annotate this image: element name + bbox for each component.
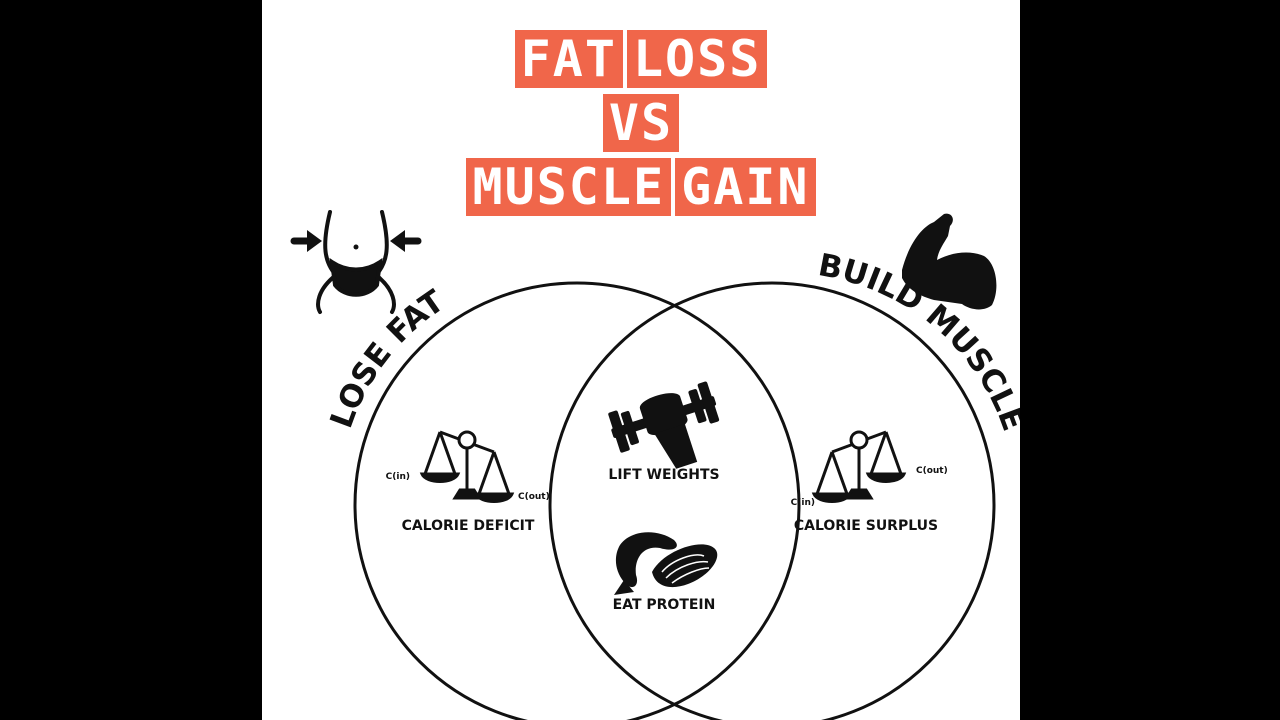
- flexed-arm-icon: [902, 213, 997, 310]
- balance-scale-icon-left: [419, 430, 515, 503]
- dumbbell-fist-icon: [608, 381, 720, 469]
- title-line-2: VS: [602, 94, 680, 152]
- right-scale-cout-label: C(out): [916, 466, 948, 476]
- title-block: FAT LOSS VS MUSCLE GAIN: [262, 30, 1020, 222]
- waist-icon: [290, 210, 422, 314]
- left-heading: LOSE FAT: [324, 283, 451, 433]
- title-line-3: MUSCLE GAIN: [466, 158, 816, 216]
- venn-circle-right: [548, 281, 996, 720]
- venn-circle-left: [353, 281, 801, 720]
- fish-steak-icon: [614, 532, 718, 595]
- title-line-1: FAT LOSS: [514, 30, 768, 88]
- middle-item-1: LIFT WEIGHTS: [608, 467, 719, 483]
- infographic-frame: FAT LOSS VS MUSCLE GAIN LOSE FAT BUILD M…: [262, 0, 1020, 720]
- left-scale-cout-label: C(out): [518, 492, 550, 502]
- left-caption: CALORIE DEFICIT: [402, 518, 535, 534]
- title-word: GAIN: [675, 158, 816, 216]
- right-caption: CALORIE SURPLUS: [794, 518, 938, 534]
- left-scale-cin-label: C(in): [386, 472, 410, 482]
- right-scale-cin-label: C(in): [791, 498, 815, 508]
- middle-item-2: EAT PROTEIN: [613, 597, 716, 613]
- title-word: FAT: [514, 30, 623, 88]
- title-word: VS: [602, 94, 680, 152]
- venn-diagram: LOSE FAT BUILD MUSCLE: [290, 210, 1020, 720]
- title-word: MUSCLE: [466, 158, 672, 216]
- title-word: LOSS: [626, 30, 768, 88]
- balance-scale-icon-right: [811, 430, 907, 503]
